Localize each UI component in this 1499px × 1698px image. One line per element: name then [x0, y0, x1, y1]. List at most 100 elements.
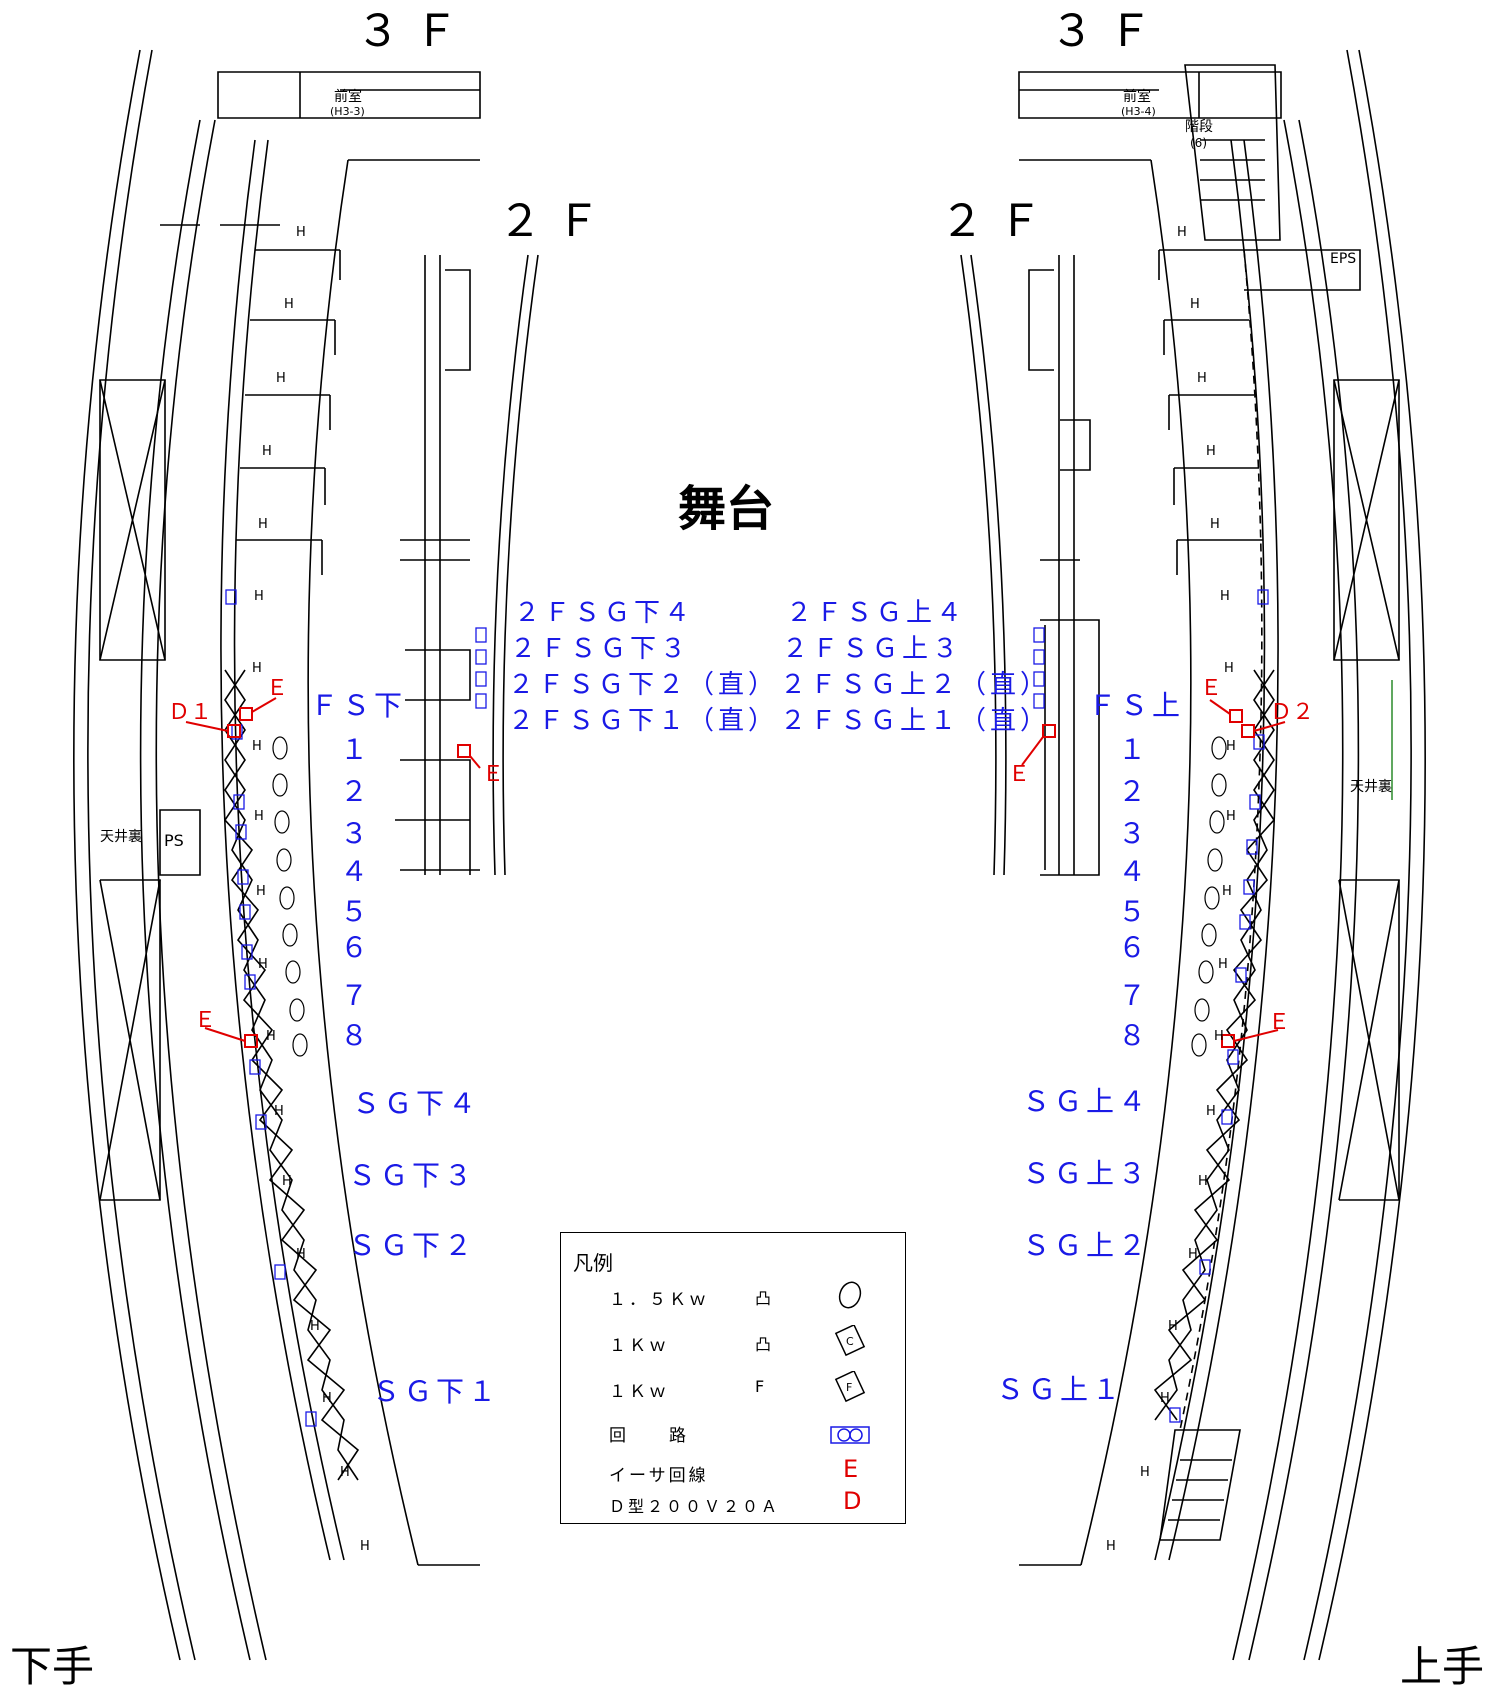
legend-label: 回 路: [609, 1426, 689, 1446]
h-mark: H: [296, 1247, 306, 1262]
fs-label-right: ＦＳ上: [1088, 689, 1185, 722]
sg-label-left-2: ＳＧ下２: [348, 1229, 477, 1262]
room-ps: PS: [164, 831, 184, 850]
h-mark: H: [1226, 739, 1236, 754]
h-mark: H: [310, 1319, 320, 1334]
circuit-label-left-1: ２ＦＳＧ下１（直）: [508, 706, 779, 736]
h-mark: H: [252, 661, 262, 676]
fs-number-right-7: ７: [1118, 979, 1147, 1012]
h-mark: H: [1206, 444, 1216, 459]
fs-number-left-1: １: [340, 733, 369, 766]
c-box-icon: C: [834, 1325, 866, 1357]
legend-label: イーサ回線: [609, 1466, 709, 1486]
sg-label-left-3: ＳＧ下３: [348, 1159, 477, 1192]
side-label-left: 下手: [10, 1642, 95, 1691]
sg-label-right-3: ＳＧ上３: [1022, 1157, 1151, 1190]
h-mark: H: [1140, 1465, 1150, 1480]
h-mark: H: [284, 297, 294, 312]
h-mark: H: [256, 884, 266, 899]
floor-label-3f-right: ３Ｆ: [1050, 6, 1166, 57]
h-mark: H: [1160, 1391, 1170, 1406]
fs-number-right-8: ８: [1118, 1019, 1147, 1052]
circuit-label-right-2: ２ＦＳＧ上２（直）: [780, 670, 1051, 700]
fs-number-right-4: ４: [1118, 855, 1147, 888]
h-mark: H: [276, 371, 286, 386]
fs-number-right-1: １: [1118, 733, 1147, 766]
h-mark: H: [1168, 1319, 1178, 1334]
sg-label-left-4: ＳＧ下４: [352, 1087, 481, 1120]
legend-symbol: 凸: [755, 1289, 772, 1308]
f-box-icon: F: [834, 1371, 866, 1403]
floor-label-2f-left: ２Ｆ: [498, 196, 614, 247]
h-mark: H: [1224, 661, 1234, 676]
legend-d-mark: D: [843, 1487, 862, 1515]
fs-number-right-3: ３: [1118, 817, 1147, 850]
h-mark: H: [282, 1174, 292, 1189]
h-mark: H: [1106, 1539, 1116, 1554]
h-mark: H: [340, 1465, 350, 1480]
fs-number-left-6: ６: [340, 931, 369, 964]
legend-e-mark: E: [843, 1455, 859, 1483]
floor-label-3f-left: ３Ｆ: [356, 6, 472, 57]
h-mark: H: [1198, 1174, 1208, 1189]
h-mark: H: [254, 589, 264, 604]
side-label-right: 上手: [1400, 1642, 1485, 1691]
svg-text:C: C: [846, 1335, 854, 1348]
circuit-icon: [830, 1426, 870, 1444]
h-mark: H: [274, 1104, 284, 1119]
legend-row-1kw-f: １Ｋｗ F F: [561, 1371, 905, 1403]
sg-label-right-4: ＳＧ上４: [1022, 1085, 1151, 1118]
fs-number-left-8: ８: [340, 1019, 369, 1052]
h-mark: H: [1190, 297, 1200, 312]
room-stairs: 階段: [1185, 119, 1213, 135]
marker-d2: Ｄ２: [1270, 700, 1315, 725]
h-mark: H: [258, 517, 268, 532]
legend-row-1-5kw: １．５Ｋｗ 凸: [561, 1279, 905, 1310]
legend-row-ether: イーサ回線 E: [561, 1455, 905, 1486]
h-mark: H: [262, 444, 272, 459]
marker-d1: Ｄ１: [168, 700, 213, 725]
marker-e: Ｅ: [266, 676, 289, 701]
fs-number-right-6: ６: [1118, 931, 1147, 964]
circuit-label-right-1: ２ＦＳＧ上１（直）: [780, 706, 1051, 736]
marker-e: Ｅ: [482, 762, 505, 787]
h-mark: H: [1220, 589, 1230, 604]
fs-number-right-5: ５: [1118, 895, 1147, 928]
h-mark: H: [322, 1391, 332, 1406]
fs-number-left-2: ２: [340, 775, 369, 808]
h-mark: H: [1188, 1247, 1198, 1262]
room-front-right: 前室: [1123, 89, 1151, 105]
circuit-label-right-4: ２ＦＳＧ上４: [786, 598, 967, 628]
sg-label-right-1: ＳＧ上１: [996, 1373, 1125, 1406]
circuit-label-right-3: ２ＦＳＧ上３: [782, 634, 963, 664]
legend-symbol: F: [755, 1377, 765, 1396]
fs-label-left: ＦＳ下: [310, 689, 407, 722]
room-stairs-num: (6): [1190, 136, 1207, 150]
fs-number-left-7: ７: [340, 979, 369, 1012]
h-mark: H: [1222, 884, 1232, 899]
h-mark: H: [1214, 1029, 1224, 1044]
h-mark: H: [254, 809, 264, 824]
room-front-left-code: (H3-3): [330, 105, 365, 118]
h-mark: H: [1197, 371, 1207, 386]
fs-number-left-3: ３: [340, 817, 369, 850]
sg-label-right-2: ＳＧ上２: [1022, 1229, 1151, 1262]
legend-label: １．５Ｋｗ: [609, 1290, 709, 1310]
room-eps: EPS: [1330, 251, 1357, 267]
legend-title: 凡例: [573, 1251, 613, 1275]
fs-number-right-2: ２: [1118, 775, 1147, 808]
circuit-label-left-2: ２ＦＳＧ下２（直）: [508, 670, 779, 700]
marker-e: Ｅ: [1200, 676, 1223, 701]
room-ceiling-right: 天井裏: [1350, 779, 1392, 795]
h-mark: H: [1210, 517, 1220, 532]
circuit-label-left-3: ２ＦＳＧ下３: [510, 634, 691, 664]
marker-e: Ｅ: [194, 1008, 217, 1033]
floor-label-2f-right: ２Ｆ: [940, 196, 1056, 247]
svg-text:F: F: [846, 1381, 852, 1394]
legend-row-1kw-c: １Ｋｗ 凸 C: [561, 1325, 905, 1357]
h-mark: H: [266, 1029, 276, 1044]
marker-e: Ｅ: [1268, 1010, 1291, 1035]
h-mark: H: [296, 225, 306, 240]
room-ceiling-left: 天井裏: [100, 829, 142, 845]
